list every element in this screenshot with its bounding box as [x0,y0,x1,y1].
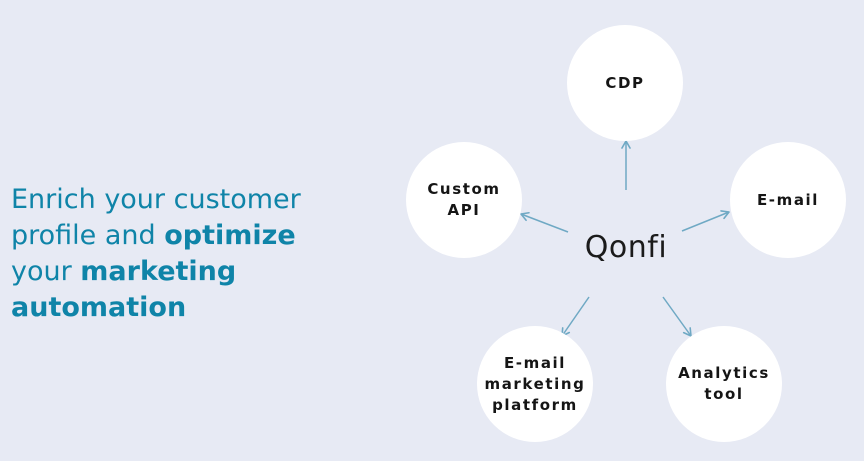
headline-line-2: profile and optimize [11,220,296,251]
node-cdp: CDP [567,25,683,141]
node-email-marketing-platform-label: E-mail marketing platform [484,353,586,414]
arrow-to-analytics-tool [662,296,692,337]
headline-line-4: automation [11,290,351,326]
headline-emphasis-automation: automation [11,292,187,323]
headline-emphasis-optimize: optimize [164,220,296,251]
node-custom-api: Custom API [406,142,522,258]
node-email: E-mail [730,142,846,258]
node-cdp-label: CDP [605,73,645,92]
arrow-to-custom-api [520,211,569,233]
node-custom-api-label: Custom API [427,180,501,219]
headline-emphasis-marketing: marketing [80,256,237,287]
headline: Enrich your customer profile and optimiz… [11,182,351,326]
headline-line-1: Enrich your customer [11,184,301,215]
arrow-to-email-marketing-platform [561,296,590,337]
node-email-label: E-mail [756,190,820,209]
arrow-to-email [681,210,730,232]
brand-logo-text: Qonfi [584,230,668,265]
node-analytics-tool: Analytics tool [666,326,782,442]
headline-line-3: your marketing [11,256,237,287]
node-analytics-tool-label: Analytics tool [678,364,770,403]
node-email-marketing-platform: E-mail marketing platform [477,326,593,442]
